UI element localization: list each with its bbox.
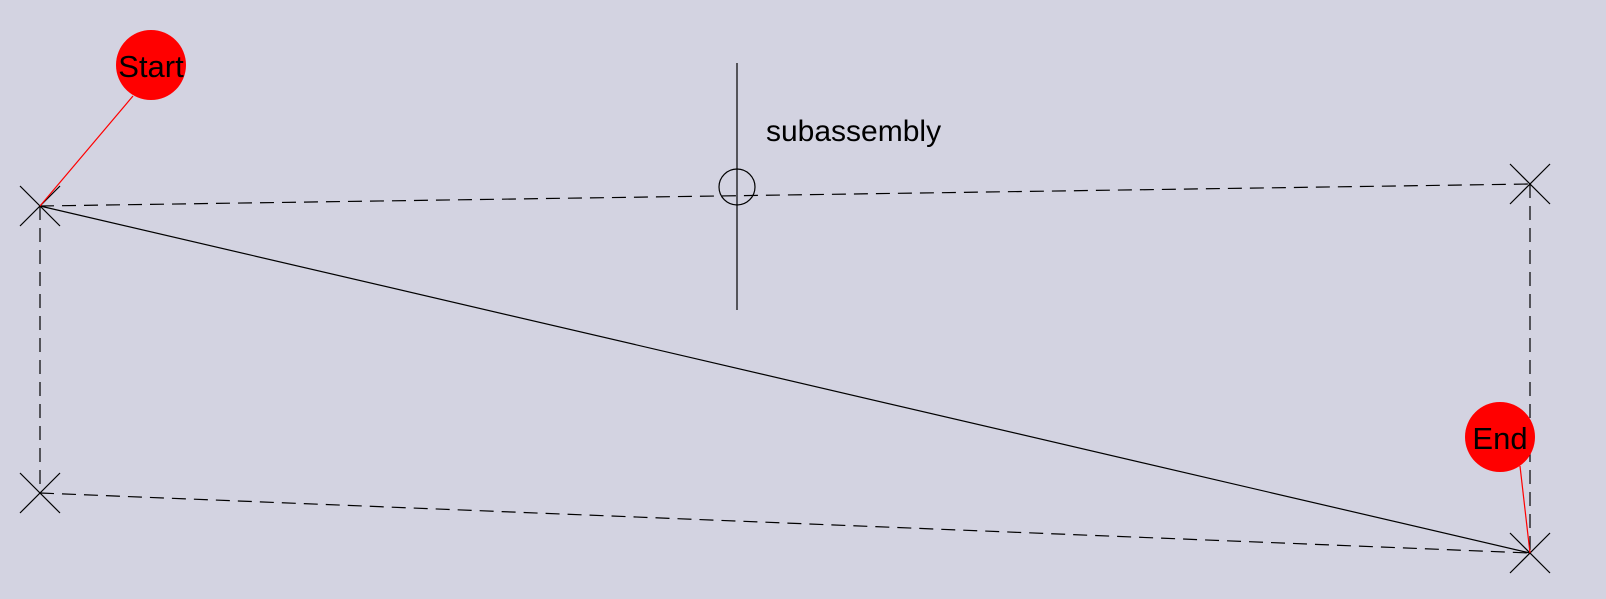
start-leader-line: [39, 95, 134, 207]
start-marker-circle[interactable]: [116, 30, 186, 100]
subassembly-origin-circle: [718, 168, 756, 206]
dashed-edge-bottom: [39, 492, 1531, 554]
end-leader-line: [1519, 465, 1531, 554]
end-label: End: [1472, 421, 1527, 456]
dashed-bounding-box: [39, 183, 1531, 554]
subassembly-marker[interactable]: [718, 63, 756, 310]
cross-marker-bottom-left[interactable]: [19, 472, 61, 514]
start-label: Start: [118, 49, 184, 84]
cross-marker-top-right[interactable]: [1509, 163, 1551, 205]
end-marker-circle[interactable]: [1465, 402, 1535, 472]
dashed-edge-top: [39, 183, 1531, 207]
subassembly-label: subassembly: [766, 115, 941, 148]
diagonal-line: [39, 205, 1531, 554]
